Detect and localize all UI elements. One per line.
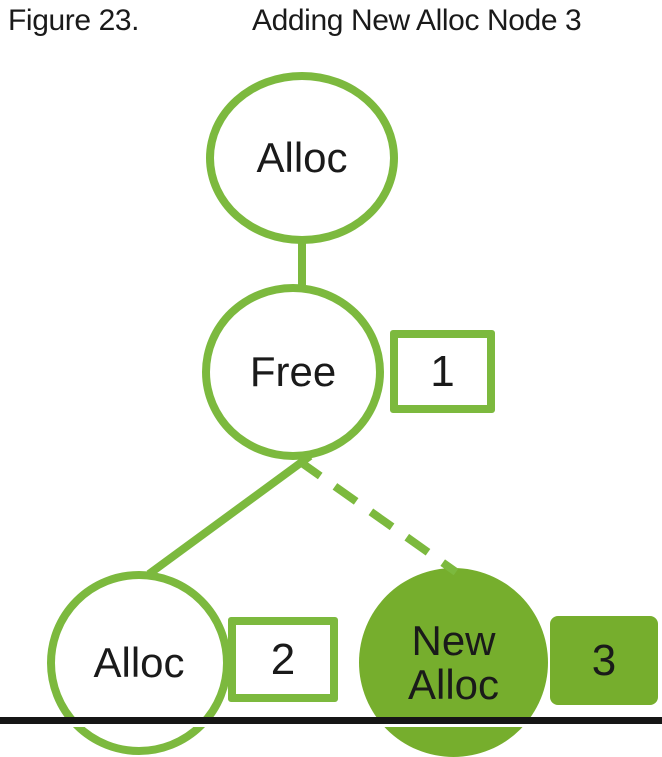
edge-free-to-newalloc-dashed bbox=[296, 457, 459, 576]
badge-order-1-value: 1 bbox=[430, 346, 455, 396]
node-alloc-root-label: Alloc bbox=[256, 134, 348, 181]
node-alloc-2: Alloc bbox=[47, 571, 231, 755]
page-bottom-area bbox=[0, 717, 662, 727]
node-free: Free bbox=[202, 284, 384, 460]
badge-order-2: 2 bbox=[228, 617, 338, 702]
edge-free-to-alloc2 bbox=[146, 452, 313, 578]
badge-order-3-value: 3 bbox=[591, 635, 617, 685]
figure-caption: Figure 23. Adding New Alloc Node 3 bbox=[0, 0, 662, 40]
node-new-alloc-label: New Alloc bbox=[407, 616, 500, 708]
badge-order-2-value: 2 bbox=[270, 634, 296, 684]
node-alloc-2-label: Alloc bbox=[93, 639, 185, 686]
page-bottom-rule bbox=[0, 717, 662, 724]
node-new-alloc: New Alloc bbox=[359, 568, 548, 757]
node-alloc-root: Alloc bbox=[206, 72, 398, 244]
allocation-tree-diagram: Alloc Free Alloc New Alloc 1 2 3 bbox=[47, 72, 658, 757]
badge-order-3: 3 bbox=[550, 616, 658, 705]
badge-order-1: 1 bbox=[390, 330, 495, 413]
figure-number-label: Figure 23. bbox=[8, 4, 140, 37]
node-free-label: Free bbox=[249, 348, 337, 395]
figure-title: Adding New Alloc Node 3 bbox=[252, 4, 582, 37]
